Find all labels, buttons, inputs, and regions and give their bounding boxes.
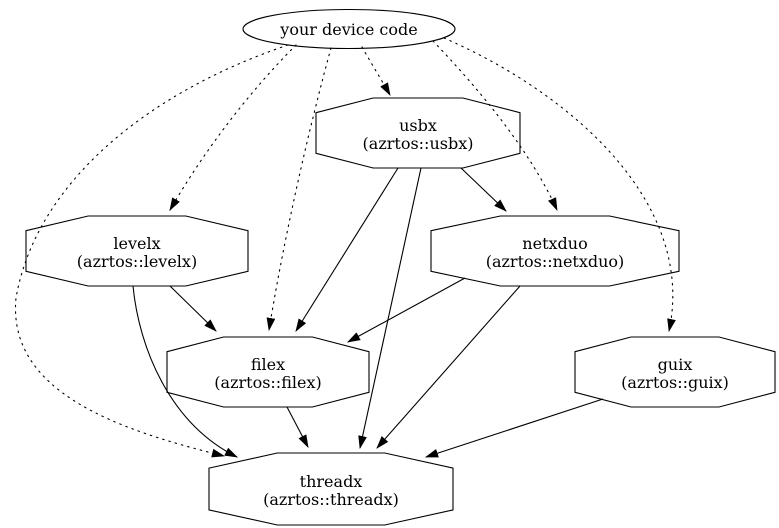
node-usbx-sublabel: (azrtos::usbx) <box>363 134 474 153</box>
node-device-shape <box>242 8 456 50</box>
node-threadx: threadx(azrtos::threadx) <box>208 452 454 526</box>
node-device-label: your device code <box>279 20 417 39</box>
node-levelx-label: levelx <box>113 234 160 253</box>
edge-netxduo-filex <box>347 277 466 343</box>
node-netxduo-sublabel: (azrtos::netxduo) <box>486 252 625 271</box>
node-netxduo-label: netxduo <box>522 234 587 253</box>
node-usbx: usbx(azrtos::usbx) <box>315 97 521 169</box>
node-usbx-shape <box>315 97 521 169</box>
node-filex-shape <box>166 336 370 408</box>
node-device: your device code <box>242 8 456 50</box>
edge-guix-threadx <box>424 398 604 458</box>
node-guix-shape <box>574 336 776 408</box>
node-levelx-shape <box>25 215 249 287</box>
node-threadx-label: threadx <box>300 472 363 491</box>
node-filex-sublabel: (azrtos::filex) <box>214 373 321 392</box>
node-netxduo: netxduo(azrtos::netxduo) <box>430 215 680 287</box>
edge-device-usbx <box>361 46 391 96</box>
edge-device-levelx <box>169 44 297 211</box>
edge-device-netxduo <box>432 40 558 212</box>
node-guix: guix(azrtos::guix) <box>574 336 776 408</box>
edge-usbx-filex <box>295 167 399 332</box>
edge-device-guix <box>443 37 676 333</box>
node-levelx: levelx(azrtos::levelx) <box>25 215 249 287</box>
edge-levelx-filex <box>169 285 217 332</box>
edge-device-filex <box>266 47 332 332</box>
node-guix-sublabel: (azrtos::guix) <box>621 373 729 392</box>
node-guix-label: guix <box>658 355 693 374</box>
node-threadx-sublabel: (azrtos::threadx) <box>263 490 399 509</box>
edge-usbx-threadx <box>358 167 422 450</box>
edge-filex-threadx <box>286 406 309 448</box>
edge-levelx-threadx <box>132 285 238 458</box>
node-levelx-sublabel: (azrtos::levelx) <box>77 252 197 271</box>
edge-netxduo-threadx <box>376 285 521 449</box>
node-netxduo-shape <box>430 215 680 287</box>
node-filex-label: filex <box>251 355 285 374</box>
node-filex: filex(azrtos::filex) <box>166 336 370 408</box>
node-usbx-label: usbx <box>399 116 437 135</box>
edge-device-threadx <box>15 44 289 458</box>
edge-usbx-netxduo <box>460 167 507 212</box>
node-threadx-shape <box>208 452 454 526</box>
